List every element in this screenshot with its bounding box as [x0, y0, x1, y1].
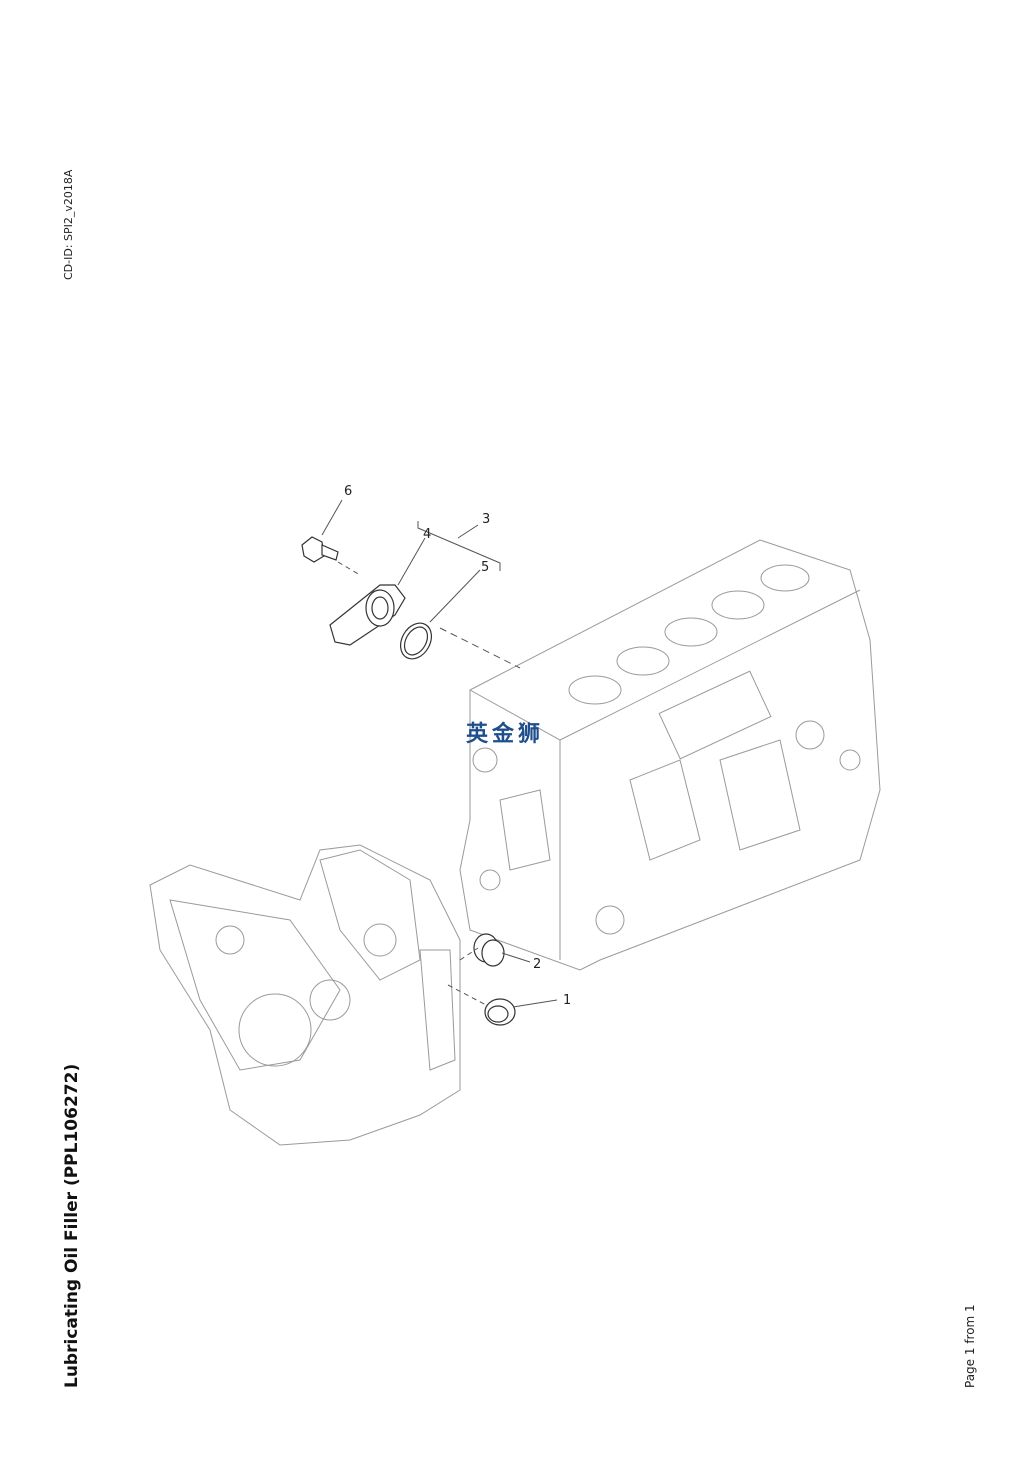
callout-2: 2 [533, 957, 541, 972]
gear-cover [149, 844, 461, 1146]
leader-lines [321, 499, 558, 1008]
filler-flange-part [329, 584, 406, 646]
bolt-part [301, 536, 339, 563]
watermark: 英金狮 [466, 722, 545, 747]
engine-block [459, 539, 881, 971]
callout-1: 1 [563, 993, 571, 1008]
seal-part-2 [473, 933, 505, 967]
callout-6: 6 [344, 484, 352, 499]
callout-4: 4 [423, 527, 431, 542]
o-ring-part [399, 622, 433, 660]
callout-5: 5 [481, 560, 489, 575]
callout-3: 3 [482, 512, 490, 527]
seal-part-1 [484, 998, 516, 1026]
